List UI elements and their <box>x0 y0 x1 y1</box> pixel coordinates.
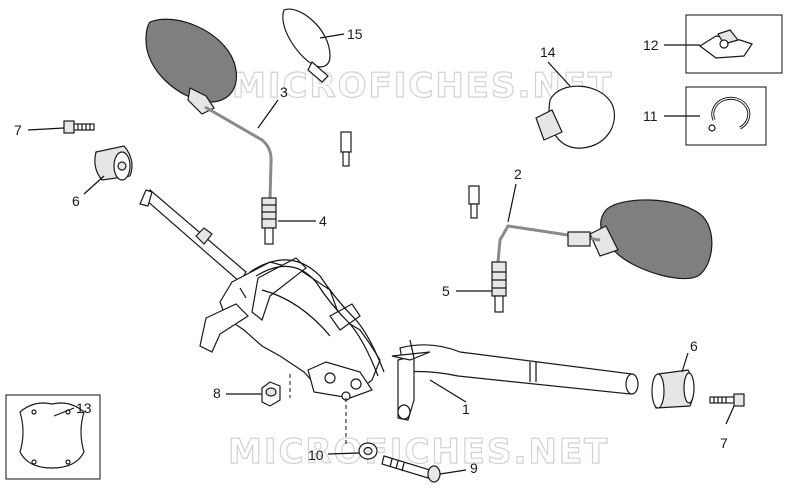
bar-end-weight-left-part-6[interactable] <box>94 145 133 181</box>
right-mirror-part-2[interactable] <box>491 199 713 313</box>
nut-part-8[interactable] <box>261 381 281 407</box>
callout-4: 4 <box>319 213 327 229</box>
inset-part-13[interactable] <box>5 394 101 480</box>
bar-end-weight-right-part-6[interactable] <box>651 369 695 409</box>
leader-lines <box>27 33 735 475</box>
round-mirror-part-14[interactable] <box>468 85 616 219</box>
callout-10: 10 <box>308 447 324 463</box>
callout-8: 8 <box>213 385 221 401</box>
callout-2: 2 <box>514 166 522 182</box>
callout-12: 12 <box>643 37 659 53</box>
bolt-part-9[interactable] <box>381 455 441 483</box>
left-mirror-part-3[interactable] <box>145 18 277 245</box>
handlebar-part-1[interactable] <box>139 189 639 421</box>
callout-1: 1 <box>462 401 470 417</box>
callout-labels: 7 6 3 4 15 14 12 11 2 5 6 7 1 8 10 9 13 <box>14 26 728 476</box>
watermark-top: MICROFICHES.NET <box>232 66 613 106</box>
screw-left-part-7[interactable] <box>63 120 95 134</box>
callout-5: 5 <box>442 283 450 299</box>
small-mirror-part-15[interactable] <box>282 8 352 167</box>
callout-9: 9 <box>470 460 478 476</box>
callout-13: 13 <box>76 400 92 416</box>
callout-7-right: 7 <box>720 435 728 451</box>
screw-right-part-7[interactable] <box>709 393 745 407</box>
callout-6-right: 6 <box>690 338 698 354</box>
washer-part-10[interactable] <box>358 442 378 460</box>
watermark-bottom: MICROFICHES.NET <box>228 432 609 472</box>
callout-6-left: 6 <box>72 193 80 209</box>
callout-14: 14 <box>540 44 556 60</box>
callout-7-left: 7 <box>14 122 22 138</box>
callout-15: 15 <box>347 26 363 42</box>
inset-part-12[interactable] <box>685 14 783 74</box>
callout-3: 3 <box>280 84 288 100</box>
callout-11: 11 <box>643 108 658 124</box>
